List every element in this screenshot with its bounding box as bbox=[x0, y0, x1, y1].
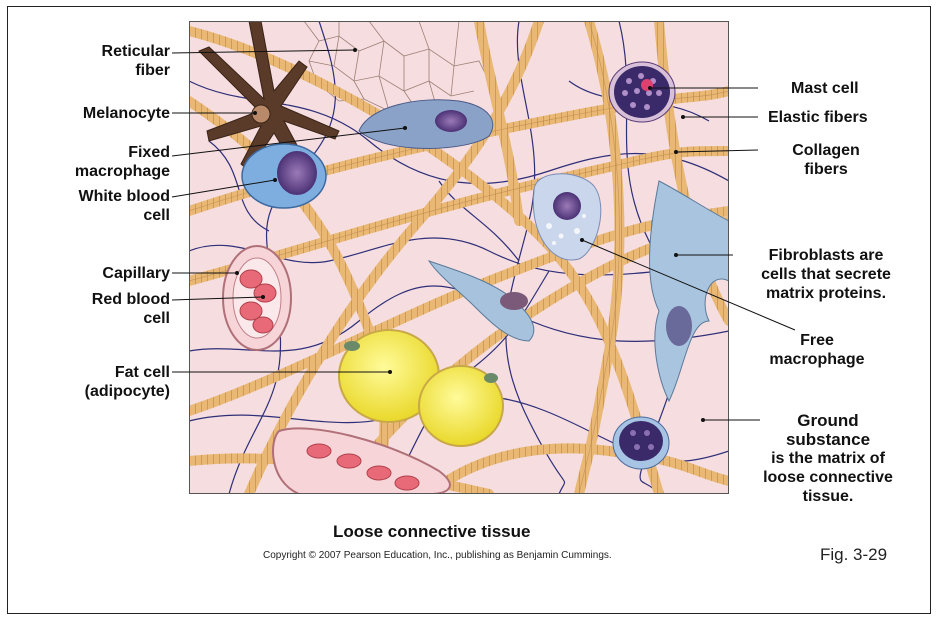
copyright-notice: Copyright © 2007 Pearson Education, Inc.… bbox=[263, 550, 612, 561]
label-free-macrophage: Free macrophage bbox=[762, 331, 872, 369]
label-fixed-macrophage: Fixed macrophage bbox=[40, 143, 170, 181]
label-collagen-fibers: Collagen fibers bbox=[776, 141, 876, 179]
label-red-blood-cell: Red blood cell bbox=[40, 290, 170, 328]
label-fibroblasts: Fibroblasts are cells that secrete matri… bbox=[734, 246, 918, 303]
label-melanocyte: Melanocyte bbox=[40, 104, 170, 123]
figure-number: Fig. 3-29 bbox=[820, 545, 887, 565]
label-capillary: Capillary bbox=[40, 264, 170, 283]
label-elastic-fibers: Elastic fibers bbox=[768, 108, 868, 127]
figure-caption: Loose connective tissue bbox=[333, 522, 530, 542]
label-ground-substance: Ground substance is the matrix of loose … bbox=[740, 411, 916, 506]
label-mast-cell: Mast cell bbox=[791, 79, 859, 98]
label-reticular-fiber: Reticular fiber bbox=[70, 42, 170, 80]
label-fat-cell: Fat cell (adipocyte) bbox=[40, 363, 170, 401]
label-white-blood-cell: White blood cell bbox=[40, 187, 170, 225]
